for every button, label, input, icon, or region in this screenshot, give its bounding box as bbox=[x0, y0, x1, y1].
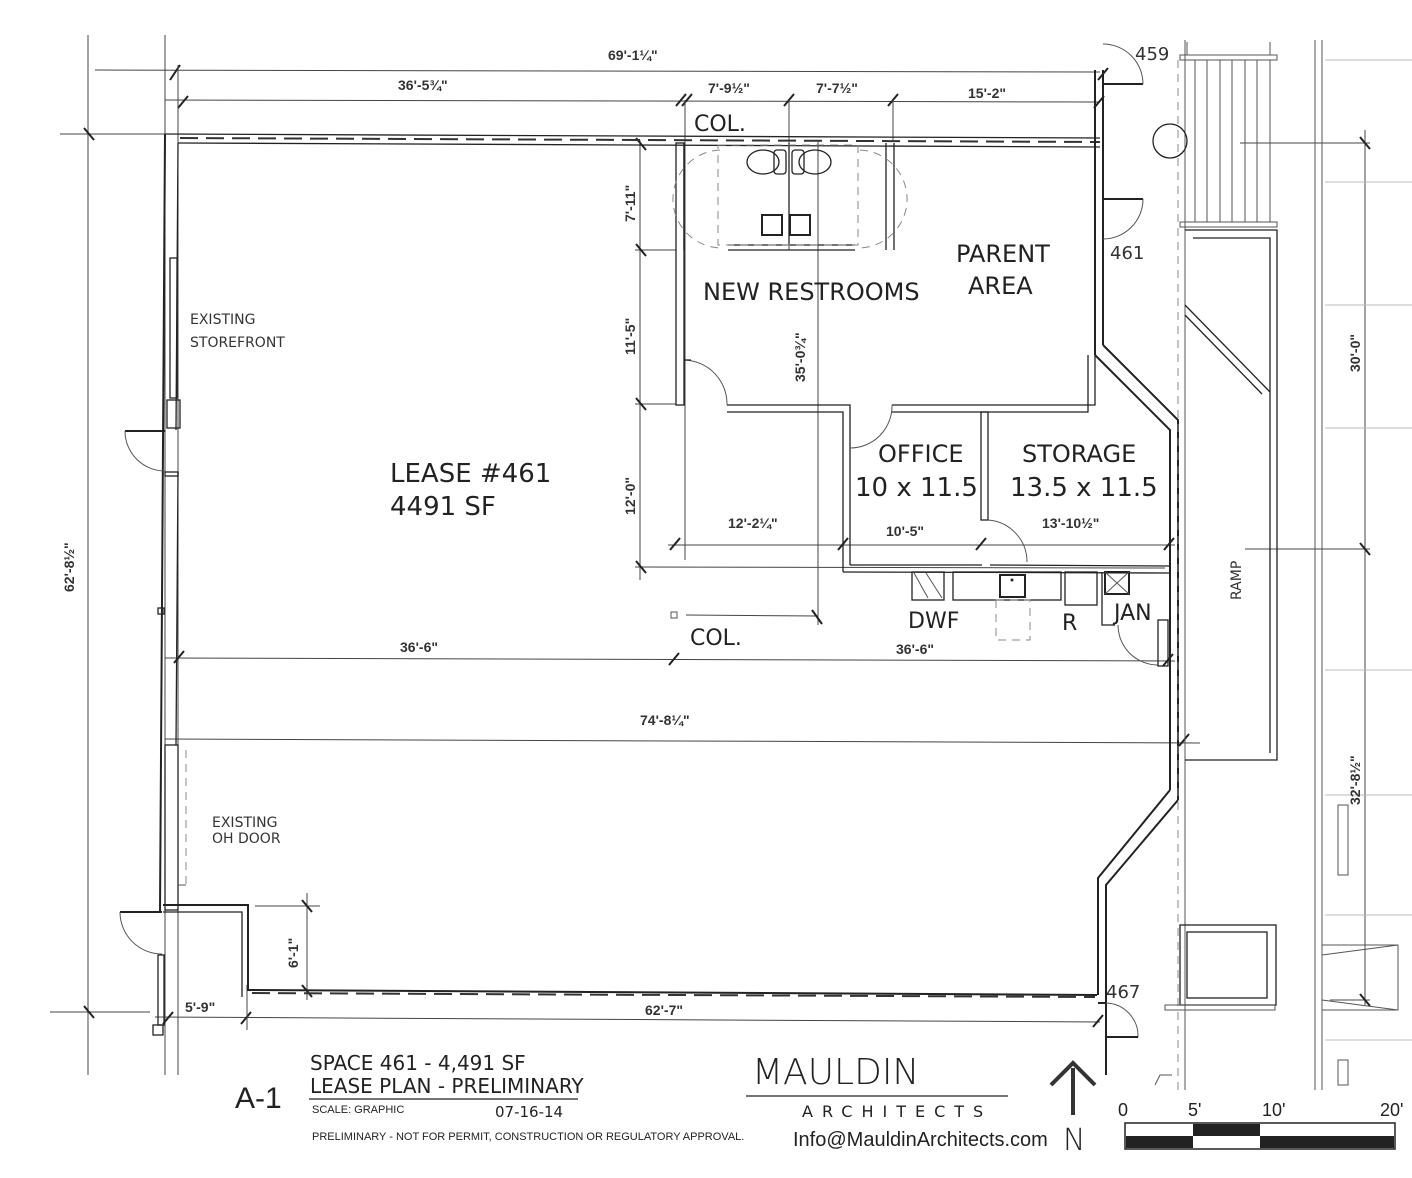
north-label: N bbox=[1063, 1123, 1085, 1158]
dim-bottom-width: 62'-7" bbox=[645, 1002, 683, 1018]
exterior-walls bbox=[119, 43, 1179, 1075]
dim-restroom-a: 7'-9½" bbox=[708, 80, 750, 96]
sheet-date: 07-16-14 bbox=[495, 1103, 563, 1121]
scale-label-5: 5' bbox=[1188, 1100, 1201, 1120]
dim-door-jog: 6'-1" bbox=[285, 938, 301, 968]
unit-number-461: 461 bbox=[1110, 243, 1144, 264]
room-labels: LEASE #461 4491 SF NEW RESTROOMS PARENT … bbox=[390, 240, 1245, 636]
dim-overall-mid: 74'-8¼" bbox=[640, 712, 690, 728]
dim-storage-width: 13'-10½" bbox=[1042, 515, 1099, 531]
dim-right-bottom-vertical: 32'-8½" bbox=[1347, 755, 1363, 805]
firm-email[interactable]: Info@MauldinArchitects.com bbox=[793, 1129, 1048, 1151]
dim-office-block-width: 12'-2¼" bbox=[728, 515, 778, 531]
dim-office-depth: 12'-0" bbox=[622, 477, 638, 515]
scale-label-20: 20' bbox=[1380, 1100, 1403, 1120]
dim-parent-width: 15'-2" bbox=[968, 85, 1006, 101]
column-label-top: COL. bbox=[694, 112, 746, 137]
existing-storefront-label-2: STOREFRONT bbox=[190, 335, 285, 351]
existing-storefront-label-1: EXISTING bbox=[190, 312, 255, 328]
title-block: A-1 SPACE 461 - 4,491 SF LEASE PLAN - PR… bbox=[235, 1051, 1048, 1151]
sheet-scale: SCALE: GRAPHIC bbox=[312, 1104, 404, 1116]
restrooms-label: NEW RESTROOMS bbox=[703, 278, 920, 306]
sheet-title-line-2: LEASE PLAN - PRELIMINARY bbox=[310, 1074, 584, 1098]
notes: EXISTING STOREFRONT EXISTING OH DOOR COL… bbox=[190, 44, 1169, 1003]
unit-number-459: 459 bbox=[1135, 44, 1169, 65]
dim-overall-left-vertical: 62'-8½" bbox=[61, 542, 77, 592]
existing-oh-door-label-2: OH DOOR bbox=[212, 831, 281, 847]
dim-corridor-depth: 11'-5" bbox=[622, 318, 638, 355]
scale-label-10: 10' bbox=[1262, 1100, 1285, 1120]
scale-seg-3 bbox=[1260, 1136, 1394, 1148]
parent-area-label-1: PARENT bbox=[956, 240, 1050, 268]
office-label: OFFICE bbox=[878, 440, 964, 468]
dim-restroom-b: 7'-7½" bbox=[816, 80, 858, 96]
lease-name-label: LEASE #461 bbox=[390, 459, 551, 489]
unit-number-467: 467 bbox=[1106, 982, 1140, 1003]
dwf-label: DWF bbox=[908, 609, 959, 634]
firm-name: MAULDIN bbox=[752, 1052, 919, 1093]
sheet-number: A-1 bbox=[235, 1082, 282, 1115]
dim-door-recess: 5'-9" bbox=[185, 999, 215, 1015]
scale-bar: 0 5' 10' 20' bbox=[1118, 1100, 1403, 1150]
refrigerator-label: R bbox=[1062, 611, 1077, 636]
dim-overall-top: 69'-1¼" bbox=[608, 47, 658, 63]
lease-area-label: 4491 SF bbox=[390, 492, 496, 522]
parent-area-label-2: AREA bbox=[968, 272, 1033, 300]
dim-restroom-depth: 7'-11" bbox=[622, 185, 638, 222]
dim-restroom-to-col: 35'-0¾" bbox=[792, 332, 808, 382]
site-features bbox=[1152, 40, 1412, 1090]
firm-subtitle: ARCHITECTS bbox=[802, 1102, 992, 1121]
existing-oh-door-label-1: EXISTING bbox=[212, 815, 277, 831]
office-size-label: 10 x 11.5 bbox=[855, 473, 978, 503]
sheet-title-line-1: SPACE 461 - 4,491 SF bbox=[310, 1051, 526, 1075]
dim-right-mid: 36'-6" bbox=[896, 641, 934, 657]
interior-walls bbox=[675, 142, 1171, 574]
north-arrow-icon bbox=[1049, 1060, 1097, 1115]
fixtures bbox=[670, 143, 1169, 667]
dim-left-top: 36'-5¾" bbox=[398, 77, 448, 93]
scale-seg-2 bbox=[1193, 1124, 1260, 1136]
scale-label-0: 0 bbox=[1118, 1100, 1128, 1120]
column-label-mid: COL. bbox=[690, 626, 742, 651]
dimension-labels: 69'-1¼" 36'-5¾" 7'-9½" 7'-7½" 15'-2" 7'-… bbox=[61, 47, 1363, 1018]
dim-left-mid: 36'-6" bbox=[400, 639, 438, 655]
sheet-disclaimer: PRELIMINARY - NOT FOR PERMIT, CONSTRUCTI… bbox=[312, 1131, 744, 1143]
janitor-label: JAN bbox=[1112, 601, 1152, 626]
scale-seg-1 bbox=[1126, 1136, 1193, 1148]
storage-size-label: 13.5 x 11.5 bbox=[1010, 473, 1158, 503]
ramp-label: RAMP bbox=[1229, 561, 1245, 600]
north-arrow: N bbox=[1049, 1060, 1097, 1158]
storage-label: STORAGE bbox=[1022, 440, 1136, 468]
dim-office-width: 10'-5" bbox=[886, 523, 924, 539]
dim-right-top-vertical: 30'-0" bbox=[1347, 334, 1363, 372]
